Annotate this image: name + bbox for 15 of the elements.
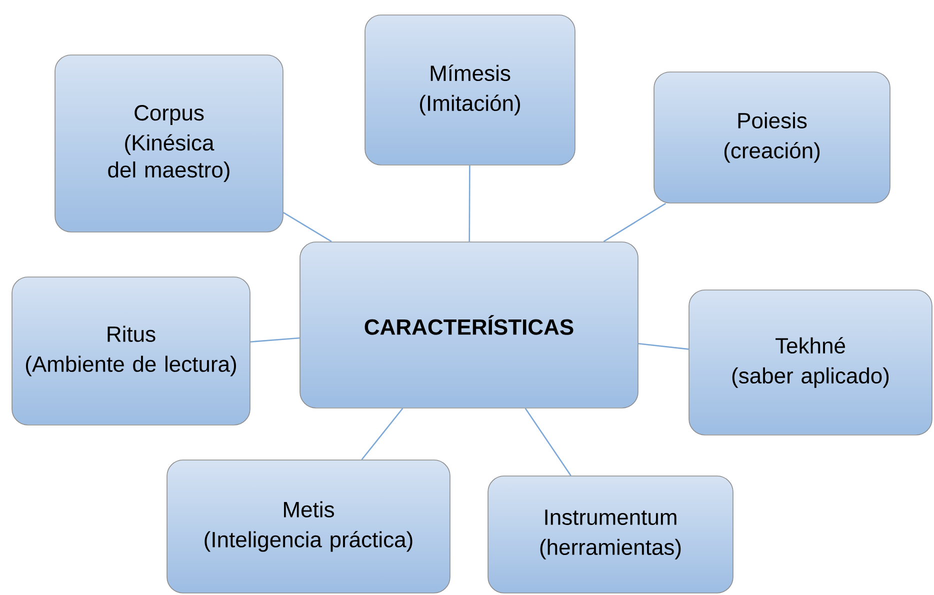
connector-line — [468, 165, 470, 242]
central-box: CARACTERÍSTICAS — [300, 242, 638, 408]
connector-line — [361, 408, 404, 460]
concept-box: Corpus (Kinésica del maestro) — [54, 54, 284, 232]
concept-box: Poiesis (creación) — [654, 72, 890, 204]
connector-line — [524, 408, 572, 476]
concept-box: Mímesis (Imitación) — [364, 14, 576, 166]
concept-box: Tekhné (saber aplicado) — [688, 290, 932, 436]
connector-line — [250, 337, 300, 343]
concept-box: Ritus (Ambiente de lectura) — [12, 276, 250, 426]
connector-line — [603, 202, 666, 242]
concept-box: Metis (Inteligencia práctica) — [166, 460, 450, 594]
connector-line — [638, 342, 689, 350]
concept-box: Instrumentum (herramientas) — [488, 476, 734, 594]
connector-line — [283, 212, 332, 242]
